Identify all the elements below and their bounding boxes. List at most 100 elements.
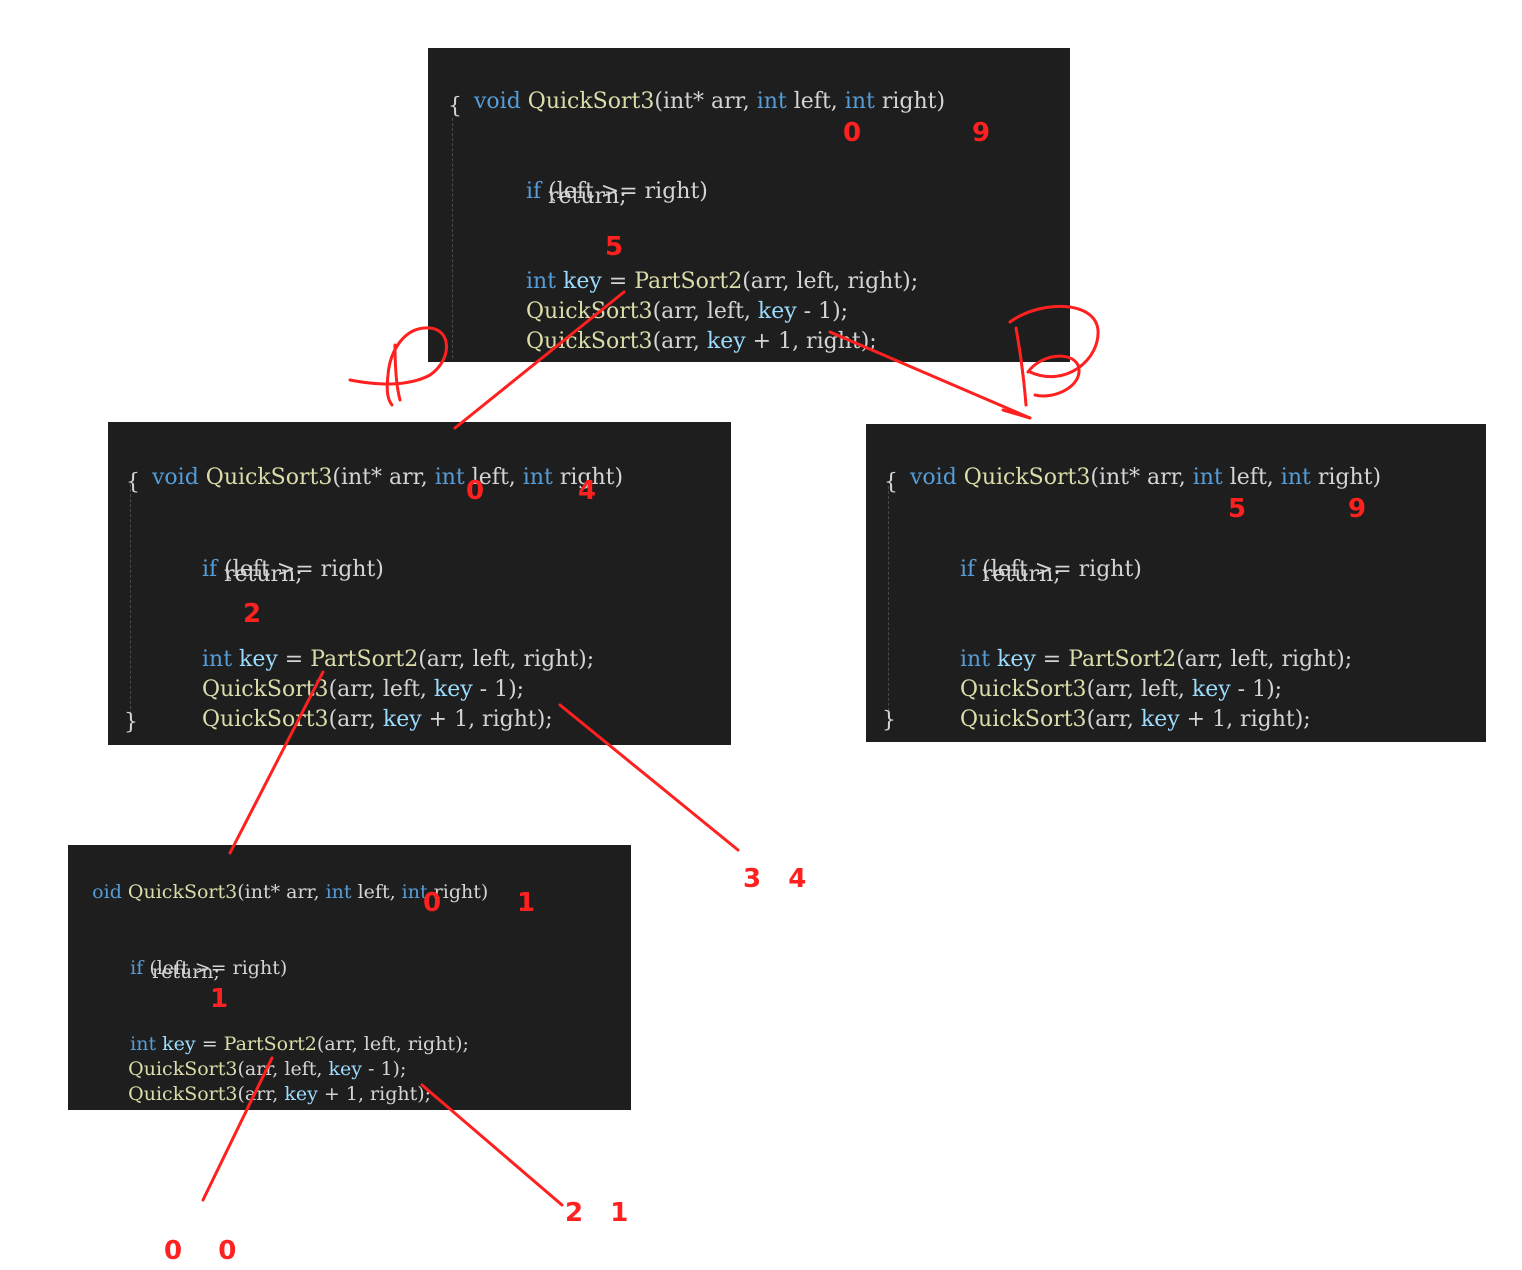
partsort-args: (arr, left, right); (316, 1033, 469, 1055)
label-bottom-key: 1 (210, 984, 229, 1014)
call-left-line: QuickSort3(arr, left, key - 1); (104, 1036, 406, 1102)
scribble-left-mark (348, 326, 448, 407)
label-branch-34: 3 4 (743, 864, 807, 894)
var-key: key (232, 647, 278, 672)
scribble-left-mark (393, 343, 402, 402)
partsort-args: (arr, left, right); (418, 647, 595, 672)
fn-partsort: PartSort2 (1068, 647, 1177, 672)
open-brace: { (126, 470, 140, 495)
var-key: key (1191, 677, 1231, 702)
kw-int: int (1280, 465, 1311, 490)
kw-int: int (756, 89, 787, 114)
fn-call: QuickSort3 (959, 677, 1087, 702)
label-right-right: 9 (1348, 494, 1367, 524)
call-args-end: + 1, right); (745, 329, 877, 354)
fn-name: QuickSort3 (127, 881, 238, 903)
var-key: key (757, 299, 797, 324)
code-panel-top: void QuickSort3(int* arr, int left, int … (428, 48, 1070, 362)
key-line: int key = PartSort2(arr, left, right); (932, 622, 1352, 697)
var-key: key (328, 1058, 362, 1080)
call-link-line (228, 670, 325, 855)
code-panel-mid-right: void QuickSort3(int* arr, int left, int … (866, 424, 1486, 742)
fn-name: QuickSort3 (963, 465, 1091, 490)
kw-int: int (201, 647, 233, 672)
param-left: left, (464, 465, 523, 490)
if-cond: (left >= right) (975, 557, 1142, 582)
fn-call: QuickSort3 (128, 1058, 238, 1080)
return-line: return; (152, 961, 220, 983)
param-right: right) (1310, 465, 1382, 490)
call-link-line (453, 290, 626, 430)
indent-guide (130, 484, 131, 714)
call-args-end: + 1, right); (1179, 707, 1311, 732)
open-brace: { (884, 470, 898, 495)
kw-if: if (201, 557, 218, 582)
params: (int* arr, (1090, 465, 1193, 490)
fn-call: QuickSort3 (525, 329, 653, 354)
return-line: return; (982, 562, 1061, 587)
kw-int: int (959, 647, 991, 672)
label-bottom-right: 1 (517, 888, 536, 918)
call-args-end: - 1); (796, 299, 849, 324)
call-left-line: QuickSort3(arr, left, key - 1); (174, 652, 524, 727)
key-line: int key = PartSort2(arr, left, right); (106, 1011, 469, 1077)
label-bottom-left: 0 (423, 888, 442, 918)
label-mid-left: 0 (466, 476, 485, 506)
label-top-left: 0 (843, 118, 862, 148)
param-left: left, (351, 881, 402, 903)
kw-int: int (844, 89, 875, 114)
var-key: key (284, 1083, 318, 1105)
call-args: (arr, left, (652, 299, 758, 324)
param-right: right) (427, 881, 489, 903)
assign: = (277, 647, 311, 672)
call-right-line: QuickSort3(arr, key + 1, right); (104, 1061, 431, 1110)
params: (int* arr, (654, 89, 757, 114)
kw-if: if (525, 179, 542, 204)
call-link-line (558, 703, 740, 852)
param-left: left, (1222, 465, 1281, 490)
kw-int: int (434, 465, 465, 490)
call-link-line (828, 330, 1032, 420)
kw-void: oid (92, 881, 122, 903)
call-args: (arr, left, (1086, 677, 1192, 702)
signature-line: void QuickSort3(int* arr, int left, int … (446, 64, 945, 139)
code-panel-bottom: oid QuickSort3(int* arr, int left, int r… (68, 845, 631, 1110)
var-key: key (706, 329, 746, 354)
scribble-right-mark (1008, 305, 1100, 379)
call-right-line: QuickSort3(arr, key + 1, right); (498, 304, 877, 362)
scribble-right-mark (1014, 326, 1028, 407)
call-args: (arr, left, (237, 1058, 329, 1080)
label-branch-00: 0 0 (164, 1236, 237, 1266)
partsort-args: (arr, left, right); (742, 269, 919, 294)
var-key: key (433, 677, 473, 702)
indent-guide (888, 486, 889, 716)
param-right: right) (552, 465, 624, 490)
assign: = (195, 1033, 224, 1055)
key-line: int key = PartSort2(arr, left, right); (174, 622, 594, 697)
if-line: if (left >= right) (932, 532, 1142, 607)
close-brace: } (882, 708, 896, 733)
open-brace: { (448, 94, 462, 119)
fn-name: QuickSort3 (527, 89, 655, 114)
if-line: if (left >= right) (174, 532, 384, 607)
kw-int: int (325, 881, 352, 903)
var-key: key (556, 269, 602, 294)
call-args: (arr, left, (328, 677, 434, 702)
if-line: if (left >= right) (498, 154, 708, 229)
kw-int: int (525, 269, 557, 294)
call-link-line (201, 1056, 274, 1202)
param-right: right) (874, 89, 946, 114)
var-key: key (156, 1033, 196, 1055)
param-left: left, (786, 89, 845, 114)
indent-guide (452, 118, 453, 358)
call-args-end: - 1); (472, 677, 525, 702)
label-branch-21: 2 1 (565, 1198, 629, 1228)
fn-call: QuickSort3 (959, 707, 1087, 732)
key-line: int key = PartSort2(arr, left, right); (498, 244, 918, 319)
kw-int: int (130, 1033, 157, 1055)
label-top-key: 5 (605, 232, 624, 262)
call-link-line (1001, 408, 1032, 420)
assign: = (601, 269, 635, 294)
kw-void: void (473, 89, 521, 114)
fn-call: QuickSort3 (128, 1083, 238, 1105)
